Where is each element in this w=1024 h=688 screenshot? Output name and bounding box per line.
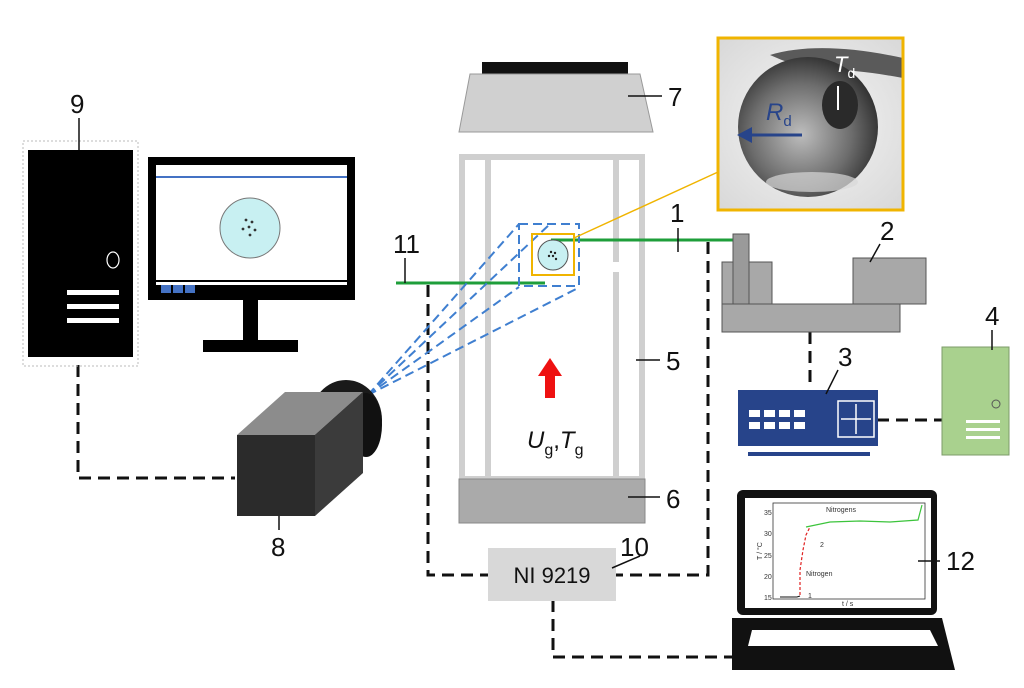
label-2: 2 (880, 216, 894, 246)
label-1: 1 (670, 198, 684, 228)
signal-cables (76, 242, 942, 659)
label-4: 4 (985, 301, 999, 331)
label-7: 7 (668, 82, 682, 112)
label-12: 12 (946, 546, 975, 576)
label-9: 9 (70, 89, 84, 119)
camera-view-lines (367, 223, 581, 396)
laptop-ann-mid2: 2 (820, 542, 824, 549)
network-switch-icon (738, 390, 878, 456)
daq-label: NI 9219 (513, 563, 590, 588)
cable-daq-to-laptop (551, 600, 735, 659)
laptop-ann-low: 1 (808, 593, 812, 600)
laptop-red-curve (799, 526, 811, 595)
cable-camera-to-pc (76, 365, 235, 480)
cable-probe1-to-daq (615, 242, 710, 577)
wind-tunnel-5 (459, 154, 645, 482)
laptop-green-curve (805, 504, 923, 528)
laptop-ytick: 25 (764, 553, 772, 560)
cable-probe11-to-daq (426, 285, 490, 577)
camera-icon (237, 380, 382, 516)
label-6: 6 (666, 484, 680, 514)
label-10: 10 (620, 532, 649, 562)
base-6 (458, 478, 646, 524)
server-icon (941, 346, 1010, 456)
label-8: 8 (271, 532, 285, 562)
top-unit-7 (458, 62, 654, 133)
leader-lines (78, 95, 993, 569)
laptop-icon (732, 490, 955, 670)
monitor-icon (148, 157, 355, 352)
label-3: 3 (838, 342, 852, 372)
laptop-ann-top: Nitrogens (826, 507, 856, 514)
laptop-chart: T / °C t / s 35 30 25 20 15 Nitrogens Ni… (756, 502, 926, 608)
laptop-black-curve (780, 595, 801, 598)
laptop-ytick: 35 (764, 510, 772, 517)
inset-td-label: Td (834, 52, 855, 81)
droplet-icon (537, 239, 569, 271)
daq-box-10: NI 9219 (488, 548, 616, 601)
droplet-frame (531, 233, 575, 276)
label-11: 11 (393, 229, 420, 259)
traverse-stage-2 (721, 233, 927, 333)
laptop-ytick: 15 (764, 595, 772, 602)
flow-condition-label: Ug,Tg (527, 427, 584, 459)
laptop-ann-mid: Nitrogen (806, 571, 833, 578)
number-labels: 9 1 2 3 4 5 6 7 8 10 11 12 (70, 82, 999, 576)
laptop-xlabel: t / s (842, 601, 854, 608)
up-arrow-icon (538, 358, 562, 398)
laptop-yticks: 35 30 25 20 15 (764, 510, 772, 602)
laptop-ylabel: T / °C (756, 542, 764, 560)
laptop-ytick: 30 (764, 531, 772, 538)
inset-rd-label: Rd (766, 99, 792, 130)
computer-tower-icon (22, 140, 139, 367)
label-5: 5 (666, 346, 680, 376)
laptop-ytick: 20 (764, 574, 772, 581)
droplet-inset: Td Rd (716, 36, 905, 212)
inset-link-line (573, 171, 719, 239)
